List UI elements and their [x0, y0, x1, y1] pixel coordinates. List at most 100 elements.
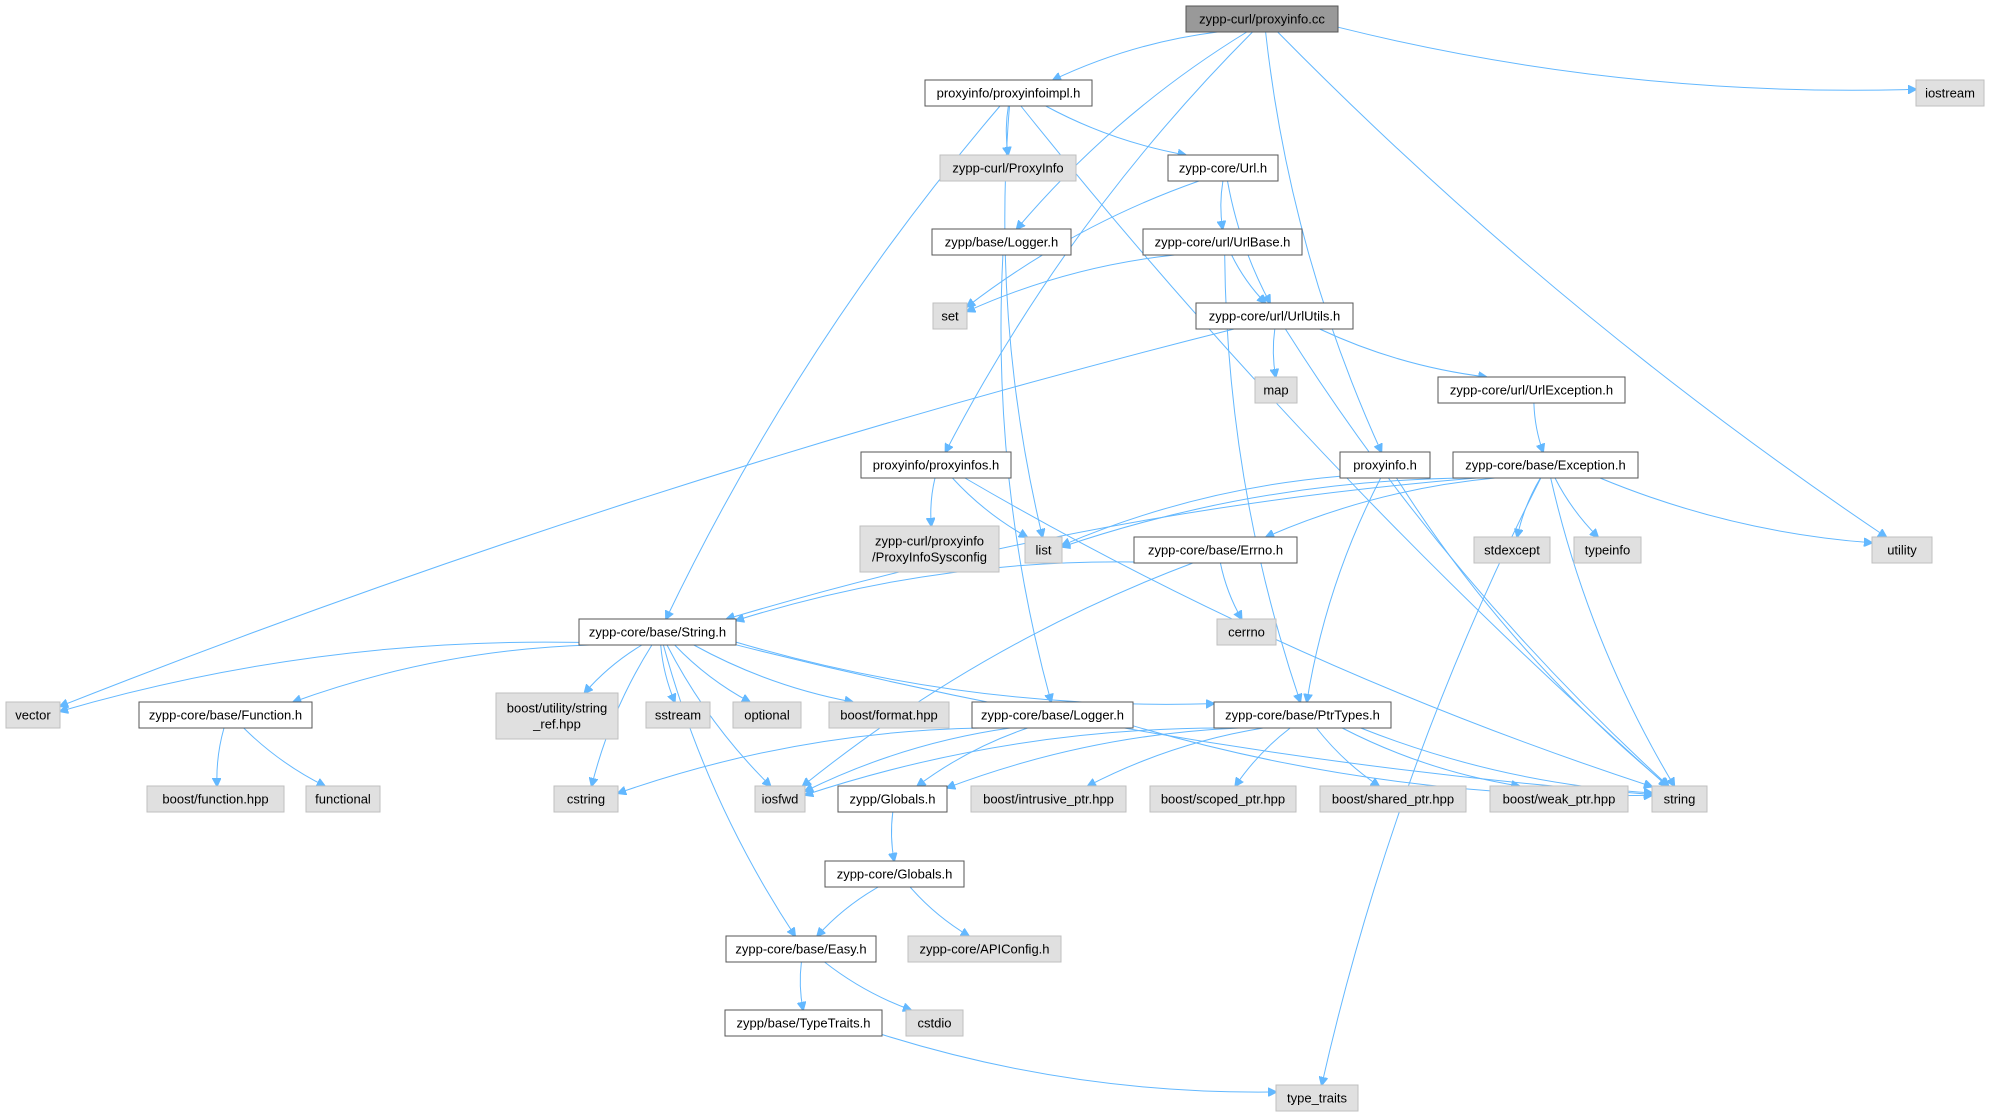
node-zypp-core-url-urlexception-h[interactable]: zypp-core/url/UrlException.h — [1437, 376, 1626, 404]
node-zypp-base-logger-h[interactable]: zypp/base/Logger.h — [931, 228, 1072, 256]
node-box — [1489, 785, 1629, 813]
edge-line — [618, 727, 981, 793]
edge-n21-to-n23 — [293, 644, 590, 702]
edge-n21-to-n29 — [735, 641, 1214, 704]
edge-n11-to-n15 — [952, 477, 1027, 537]
node-zypp-core-base-logger-h[interactable]: zypp-core/base/Logger.h — [971, 701, 1134, 729]
edge-n41-to-n43 — [800, 961, 803, 1010]
node-label: cerrno — [1228, 625, 1265, 640]
edge-n13-to-n19 — [1599, 477, 1872, 543]
node-iosfwd: iosfwd — [754, 785, 806, 813]
node-cstring: cstring — [553, 785, 619, 813]
node-box — [970, 785, 1127, 813]
node-zypp-core-base-ptrtypes-h[interactable]: zypp-core/base/PtrTypes.h — [1213, 701, 1392, 729]
node-label: proxyinfo/proxyinfoimpl.h — [937, 86, 1081, 101]
node-label: zypp-core/base/Logger.h — [981, 708, 1124, 723]
node-box — [859, 525, 1000, 573]
edge-n28-to-n32 — [618, 727, 981, 793]
edge-line — [1219, 562, 1241, 619]
edge-n29-to-n37 — [1316, 727, 1380, 786]
node-boost-format-hpp: boost/format.hpp — [828, 701, 950, 729]
node-proxyinfo-proxyinfoimpl-h[interactable]: proxyinfo/proxyinfoimpl.h — [924, 79, 1093, 107]
node-label: cstring — [567, 792, 605, 807]
edge-n21-to-n33 — [666, 644, 771, 786]
node-zypp-core-base-easy-h[interactable]: zypp-core/base/Easy.h — [725, 935, 877, 963]
node-label: iosfwd — [762, 792, 799, 807]
edge-n0-to-n2 — [1337, 26, 1916, 90]
edge-line — [952, 477, 1027, 537]
node-label: zypp-core/APIConfig.h — [919, 942, 1049, 957]
node-box — [1133, 536, 1298, 564]
node-label: string — [1664, 792, 1696, 807]
node-label: zypp-core/base/Function.h — [149, 708, 302, 723]
node-zypp-core-base-errno-h[interactable]: zypp-core/base/Errno.h — [1133, 536, 1298, 564]
edge-line — [964, 477, 1652, 787]
node-label: _ref.hpp — [532, 717, 581, 732]
edge-line — [735, 641, 1214, 704]
edge-n12-to-n39 — [1396, 477, 1669, 786]
edge-line — [917, 727, 1028, 786]
edge-n16-to-n20 — [1219, 562, 1241, 619]
node-box — [645, 701, 711, 729]
node-zypp-core-base-string-h[interactable]: zypp-core/base/String.h — [578, 618, 737, 646]
edge-n13-to-n21 — [727, 477, 1477, 619]
node-cerrno: cerrno — [1216, 618, 1277, 646]
node-zypp-base-typetraits-h[interactable]: zypp/base/TypeTraits.h — [724, 1009, 883, 1037]
node-label: map — [1263, 383, 1288, 398]
node-type-traits: type_traits — [1275, 1084, 1359, 1112]
edge-line — [967, 254, 1175, 311]
edge-n8-to-n22 — [60, 328, 1235, 706]
node-zypp-core-base-function-h[interactable]: zypp-core/base/Function.h — [138, 701, 313, 729]
edge-line — [1053, 31, 1218, 80]
node-proxyinfo-proxyinfos-h[interactable]: proxyinfo/proxyinfos.h — [860, 451, 1012, 479]
node-zypp-core-globals-h[interactable]: zypp-core/Globals.h — [824, 860, 965, 888]
edge-n1-to-n3 — [1006, 105, 1008, 155]
node-typeinfo: typeinfo — [1573, 536, 1642, 564]
edge-line — [1273, 328, 1275, 377]
node-label: zypp-core/Globals.h — [837, 867, 953, 882]
node-boost-utility-string-ref-hpp: boost/utility/string_ref.hpp — [495, 692, 619, 740]
edge-line — [1307, 477, 1382, 702]
node-label: sstream — [655, 708, 701, 723]
node-label: /ProxyInfoSysconfig — [872, 550, 987, 565]
node-box — [724, 1009, 883, 1037]
edge-line — [727, 477, 1477, 619]
edge-line — [1265, 31, 1382, 452]
edge-line — [1020, 105, 1667, 786]
edge-line — [1284, 328, 1668, 786]
node-zypp-globals-h[interactable]: zypp/Globals.h — [837, 785, 948, 813]
edge-line — [1319, 328, 1487, 377]
edge-n21-to-n24 — [585, 644, 643, 693]
node-label: zypp-curl/ProxyInfo — [952, 161, 1063, 176]
edge-line — [1235, 727, 1291, 786]
node-zypp-curl-proxyinfo-cc[interactable]: zypp-curl/proxyinfo.cc — [1185, 5, 1339, 33]
edge-n21-to-n27 — [693, 644, 853, 702]
node-zypp-core-url-urlbase-h[interactable]: zypp-core/url/UrlBase.h — [1142, 228, 1303, 256]
node-label: zypp-core/Url.h — [1179, 161, 1267, 176]
node-iostream: iostream — [1915, 79, 1985, 107]
edge-n40-to-n41 — [817, 886, 879, 936]
node-box — [495, 692, 619, 740]
node-box — [924, 79, 1093, 107]
edge-n21-to-n22 — [60, 641, 580, 711]
edge-n13-to-n18 — [1554, 477, 1598, 537]
node-label: functional — [315, 792, 371, 807]
edge-n29-to-n33 — [805, 727, 1222, 795]
node-box — [5, 701, 61, 729]
node-utility: utility — [1871, 536, 1933, 564]
edge-line — [1599, 477, 1872, 543]
edge-n21-to-n41 — [662, 644, 795, 936]
node-zypp-core-url-urlutils-h[interactable]: zypp-core/url/UrlUtils.h — [1195, 302, 1354, 330]
edge-line — [1231, 254, 1266, 303]
edge-n0-to-n11 — [946, 31, 1253, 452]
edge-n29-to-n38 — [1341, 727, 1519, 786]
edge-n5-to-n28 — [1000, 254, 1051, 702]
node-zypp-core-base-exception-h[interactable]: zypp-core/base/Exception.h — [1452, 451, 1639, 479]
edge-line — [1316, 727, 1380, 786]
edge-n8-to-n39 — [1284, 328, 1668, 786]
node-optional: optional — [732, 701, 802, 729]
node-proxyinfo-h[interactable]: proxyinfo.h — [1339, 451, 1431, 479]
node-label: zypp-core/base/Exception.h — [1465, 458, 1625, 473]
node-zypp-core-url-h[interactable]: zypp-core/Url.h — [1167, 154, 1279, 182]
edge-line — [1088, 727, 1264, 786]
